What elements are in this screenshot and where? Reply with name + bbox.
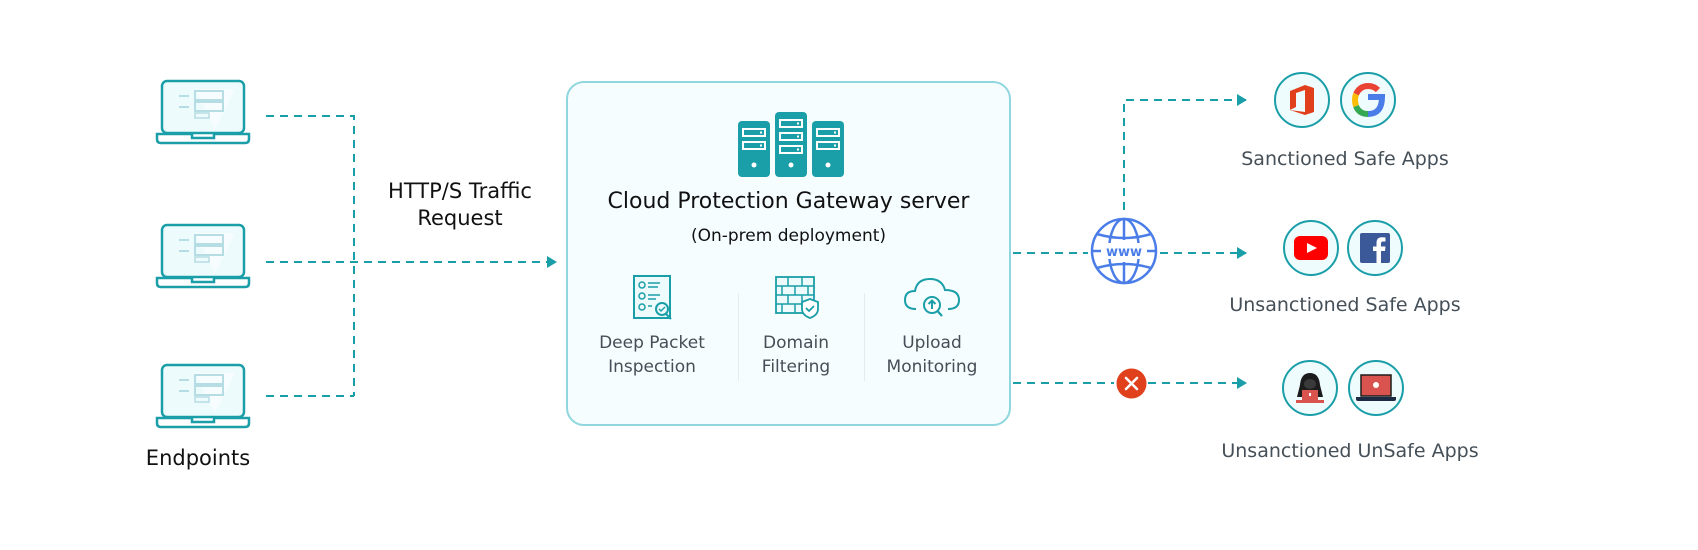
infected-laptop-app[interactable]: [1348, 360, 1404, 416]
traffic-request-label: HTTP/S Traffic Request: [360, 178, 560, 232]
gateway-title: Cloud Protection Gateway server: [607, 189, 970, 214]
destination-label: Unsanctioned UnSafe Apps: [1221, 440, 1479, 462]
laptop-icon: [155, 223, 251, 289]
server-rack-icon: [738, 112, 844, 177]
feature-deep-packet-inspection: Deep Packet Inspection: [582, 273, 722, 379]
destination-label: Sanctioned Safe Apps: [1241, 148, 1449, 170]
feature-label: Deep Packet Inspection: [599, 333, 705, 377]
globe-text: www: [1106, 245, 1142, 260]
hacker-app[interactable]: [1282, 360, 1338, 416]
facebook-app[interactable]: [1347, 220, 1403, 276]
feature-label: Upload Monitoring: [886, 333, 978, 377]
cloud-upload-search-icon: [903, 277, 961, 317]
feature-divider: [864, 293, 865, 381]
endpoint-1-connector: [266, 115, 355, 396]
traffic-label-line2: Request: [417, 206, 503, 230]
traffic-label-line1: HTTP/S Traffic: [388, 179, 532, 203]
endpoints-label: Endpoints: [145, 446, 251, 470]
youtube-icon: [1294, 236, 1328, 260]
youtube-app[interactable]: [1283, 220, 1339, 276]
microsoft-office-app[interactable]: [1274, 72, 1330, 128]
destination-label: Unsanctioned Safe Apps: [1229, 294, 1461, 316]
checklist-inspect-icon: [633, 275, 672, 320]
globe-www-icon: www: [1090, 217, 1158, 285]
hacker-icon: [1296, 373, 1324, 403]
blocked-x-icon: [1116, 368, 1147, 399]
google-icon: [1352, 83, 1385, 117]
feature-divider: [738, 293, 739, 381]
microsoft-office-icon: [1290, 85, 1314, 115]
gateway-subtitle: (On-prem deployment): [690, 226, 887, 246]
infected-laptop-icon: [1356, 374, 1396, 401]
google-app[interactable]: [1340, 72, 1396, 128]
feature-upload-monitoring: Upload Monitoring: [862, 273, 1002, 379]
feature-label: Domain Filtering: [761, 333, 831, 377]
gateway-server-box: Cloud Protection Gateway server (On-prem…: [566, 81, 1011, 426]
laptop-icon: [155, 79, 251, 145]
laptop-icon: [155, 363, 251, 429]
facebook-icon: [1360, 233, 1390, 263]
feature-domain-filtering: Domain Filtering: [726, 273, 866, 379]
firewall-shield-icon: [775, 276, 819, 319]
